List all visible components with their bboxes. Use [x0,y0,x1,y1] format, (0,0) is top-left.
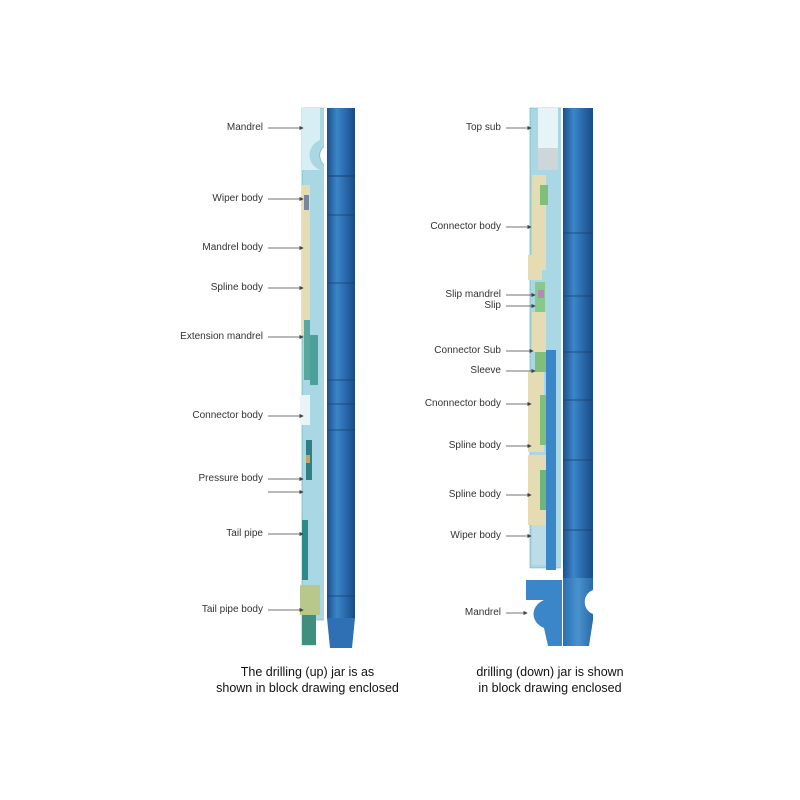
label-connector-body-2: Connector body [430,221,501,232]
sleeve-section [535,352,549,372]
label-connector-sub: Connector Sub [434,345,501,356]
label-slip-mandrel: Slip mandrel [445,289,501,300]
label-wiper-body-2: Wiper body [450,530,501,541]
label-connector-body: Connector body [192,410,263,421]
label-tail-pipe-body: Tail pipe body [201,604,263,615]
label-mandrel: Mandrel [226,122,263,133]
label-mandrel-body: Mandrel body [202,242,263,253]
up-jar-caption: The drilling (up) jar is as shown in blo… [216,665,399,695]
mandrel-bottom [526,580,562,646]
label-sleeve: Sleeve [470,365,501,376]
up-jar-drawing [268,107,355,648]
tail-pipe-body-section [300,585,320,615]
down-jar-drawing [506,107,593,646]
label-top-sub: Top sub [465,122,501,133]
label-wiper-body: Wiper body [212,193,263,204]
label-spline-body-2: Spline body [448,440,501,451]
spline-section [302,185,310,335]
down-jar-caption: drilling (down) jar is shown in block dr… [476,665,624,695]
label-spline-body-3: Spline body [448,489,501,500]
wash-pipe [327,108,355,618]
label-slip: Slip [484,300,501,311]
label-mandrel-2: Mandrel [464,607,501,618]
label-pressure-body: Pressure body [198,473,263,484]
label-extension-mandrel: Extension mandrel [180,331,263,342]
label-tail-pipe: Tail pipe [226,528,263,539]
label-cnonnector-body: Cnonnector body [424,398,501,409]
label-spline-body: Spline body [210,282,263,293]
mandrel-pipe [563,108,593,578]
